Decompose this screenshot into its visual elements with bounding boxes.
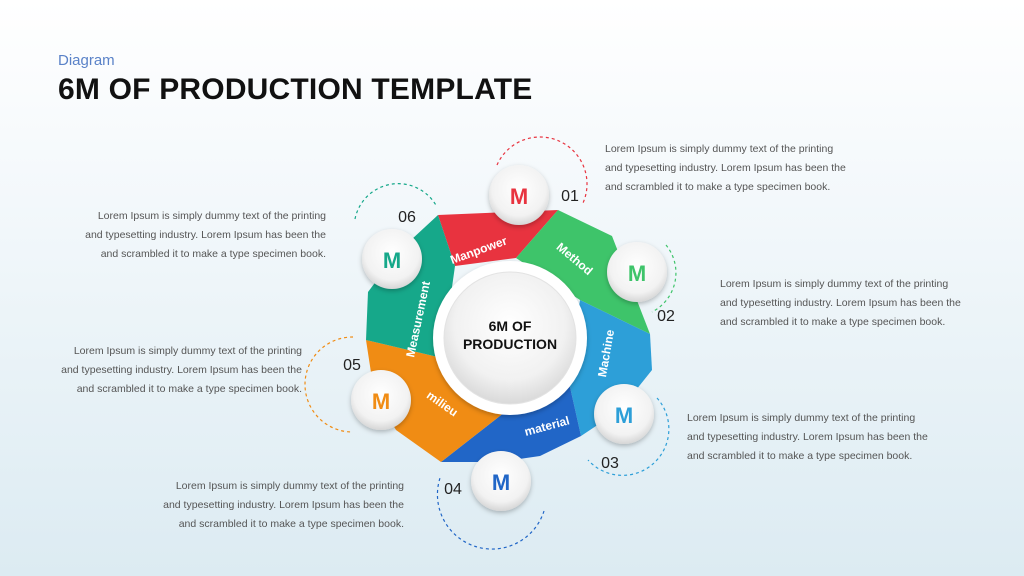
description-04-line1: Lorem Ipsum is simply dummy text of the … — [175, 480, 404, 492]
segment-measurement — [366, 215, 455, 358]
dashed-arc-03 — [587, 397, 670, 476]
description-05-line2: and typesetting industry. Lorem Ipsum ha… — [61, 364, 302, 376]
segment-method — [516, 210, 650, 334]
dashed-arc-05 — [304, 336, 354, 433]
badge-06: M — [362, 229, 422, 289]
description-02-line2: and typesetting industry. Lorem Ipsum ha… — [720, 297, 961, 309]
badge-letter-05: M — [372, 389, 390, 414]
step-number-04: 04 — [444, 481, 462, 498]
description-06-line2: and typesetting industry. Lorem Ipsum ha… — [85, 229, 326, 241]
description-02: Lorem Ipsum is simply dummy text of the … — [720, 275, 1010, 332]
description-03-line2: and typesetting industry. Lorem Ipsum ha… — [687, 431, 928, 443]
step-number-01: 01 — [561, 188, 579, 205]
badge-05: M — [351, 370, 411, 430]
badge-letter-01: M — [510, 184, 528, 209]
dashed-arc-06 — [354, 183, 438, 220]
dashed-arc-02 — [651, 244, 677, 313]
center-title-line2: PRODUCTION — [463, 336, 557, 352]
description-02-line1: Lorem Ipsum is simply dummy text of the … — [720, 278, 949, 290]
description-03-line1: Lorem Ipsum is simply dummy text of the … — [687, 412, 916, 424]
slide-kicker: Diagram — [58, 52, 115, 69]
step-number-06: 06 — [398, 209, 416, 226]
dashed-arc-01 — [496, 136, 588, 204]
badge-letter-06: M — [383, 248, 401, 273]
description-06-line1: Lorem Ipsum is simply dummy text of the … — [97, 210, 326, 222]
badge-02: M — [607, 242, 667, 302]
description-03-line3: and scrambled it to make a type specimen… — [687, 450, 913, 462]
dashed-arcs — [304, 136, 677, 550]
segment-machine — [568, 300, 652, 436]
badge-letter-03: M — [615, 403, 633, 428]
description-05-line1: Lorem Ipsum is simply dummy text of the … — [73, 345, 302, 357]
dashed-arc-04 — [436, 477, 545, 550]
segment-manpower — [438, 210, 558, 266]
badge-letter-04: M — [492, 470, 510, 495]
step-number-05: 05 — [343, 357, 361, 374]
description-04-line2: and typesetting industry. Lorem Ipsum ha… — [163, 499, 404, 511]
step-number-02: 02 — [657, 308, 675, 325]
description-01-line3: and scrambled it to make a type specimen… — [605, 181, 831, 193]
badge-03: M — [594, 384, 654, 444]
badge-letter-02: M — [628, 261, 646, 286]
description-02-line3: and scrambled it to make a type specimen… — [720, 316, 946, 328]
slide-title: 6M OF PRODUCTION TEMPLATE — [58, 73, 533, 106]
description-06: Lorem Ipsum is simply dummy text of the … — [32, 207, 326, 264]
description-04-line3: and scrambled it to make a type specimen… — [178, 518, 404, 530]
description-06-line3: and scrambled it to make a type specimen… — [100, 248, 326, 260]
description-01-line2: and typesetting industry. Lorem Ipsum ha… — [605, 162, 846, 174]
description-03: Lorem Ipsum is simply dummy text of the … — [687, 409, 977, 466]
segment-milieu — [366, 340, 505, 462]
description-01-line1: Lorem Ipsum is simply dummy text of the … — [605, 143, 834, 155]
description-05-line3: and scrambled it to make a type specimen… — [76, 383, 302, 395]
center-title-line1: 6M OF — [489, 318, 532, 334]
description-05: Lorem Ipsum is simply dummy text of the … — [8, 342, 302, 399]
center-circle — [443, 271, 577, 405]
description-04: Lorem Ipsum is simply dummy text of the … — [110, 477, 404, 534]
description-01: Lorem Ipsum is simply dummy text of the … — [605, 140, 895, 197]
badge-04: M — [471, 451, 531, 511]
step-number-03: 03 — [601, 455, 619, 472]
badge-01: M — [489, 165, 549, 225]
